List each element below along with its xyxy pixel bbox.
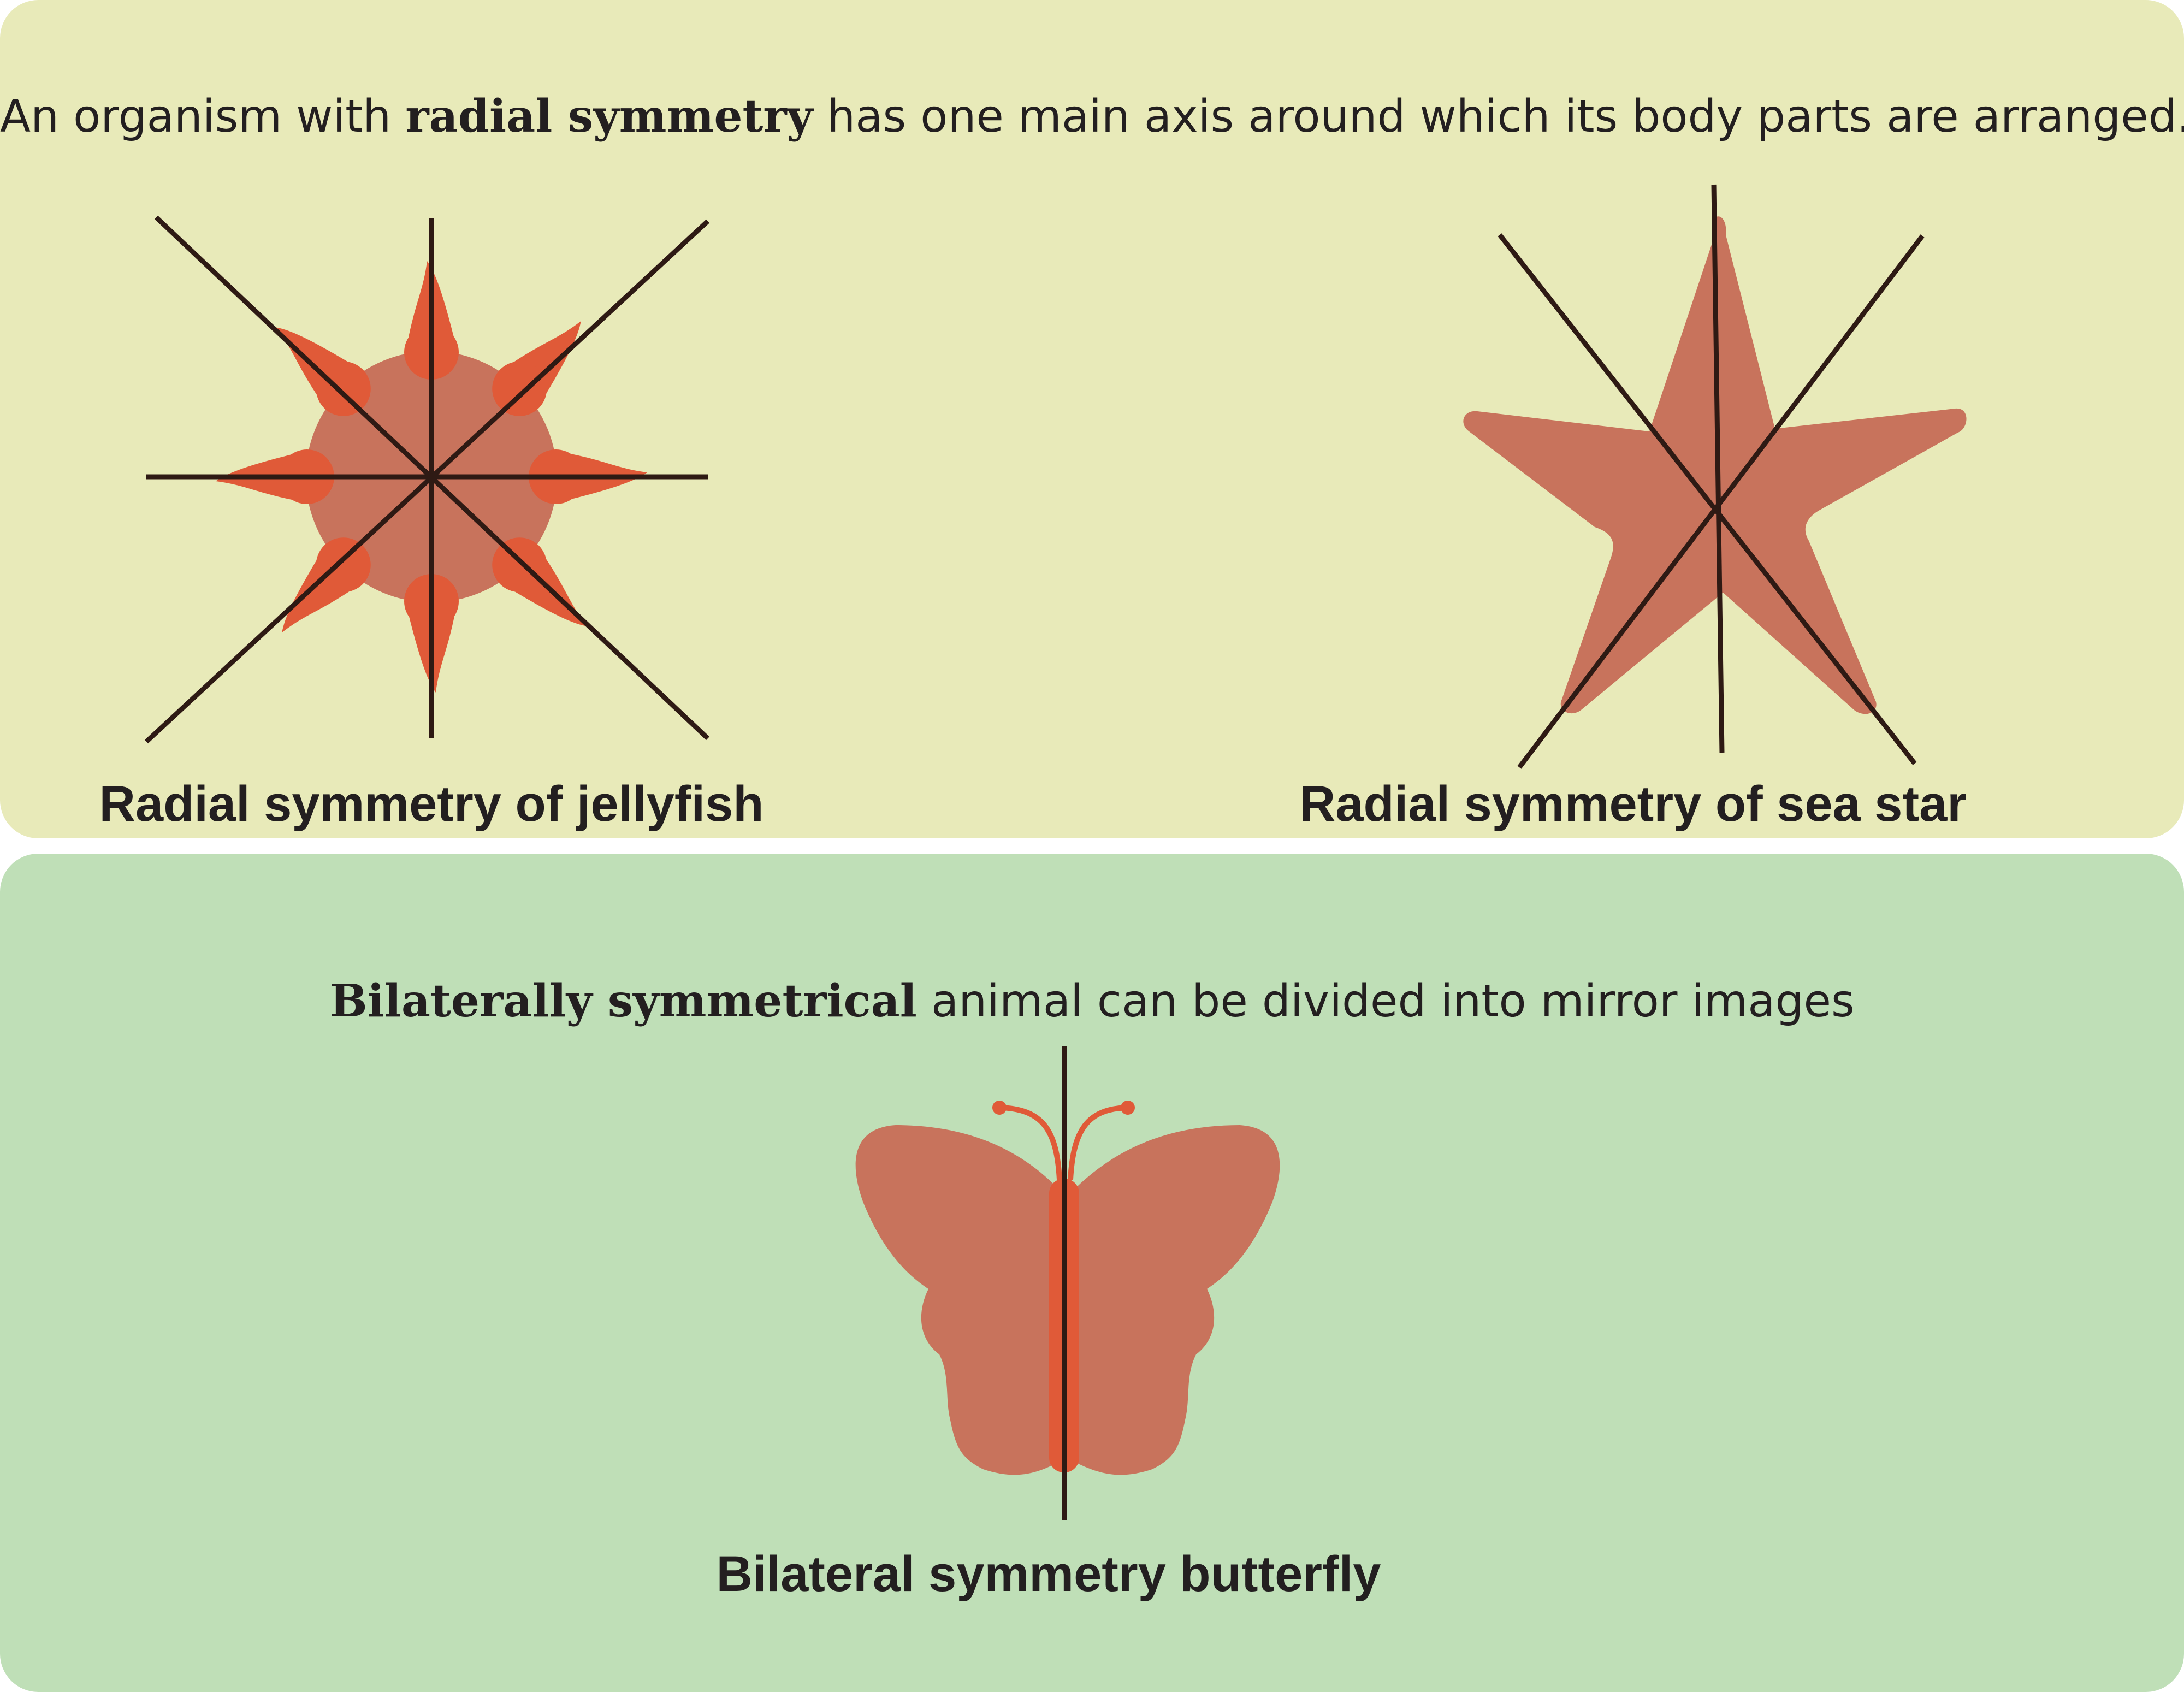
sea-star-body [1463,216,1967,714]
butterfly-left-antenna [999,1105,1062,1180]
radial-intro-before: An organism with [0,91,406,143]
jellyfish-tentacle [282,537,371,632]
radial-symmetry-description: An organism with radial symmetry has one… [0,90,2184,143]
jellyfish-diagonal-axis-2 [144,219,710,744]
jellyfish-tentacle [276,327,371,416]
tentacle-bulb [316,361,371,416]
bilateral-symmetry-term: Bilaterally symmetrical [329,975,917,1027]
butterfly-right-wing [1068,1125,1280,1475]
sea-star-vertical-axis [1711,184,1725,753]
tentacle-bulb [492,537,547,593]
jellyfish-caption: Radial symmetry of jellyfish [99,776,764,832]
radial-intro-after: has one main axis around which its body … [813,91,2184,143]
bilateral-intro-after: animal can be divided into mirror images [916,975,1855,1027]
butterfly-left-wing [855,1125,1065,1475]
butterfly-left-antenna-tip [992,1101,1007,1115]
bilateral-symmetry-description: Bilaterally symmetrical animal can be di… [0,975,2184,1027]
jellyfish-tentacle [492,321,581,416]
jellyfish-tentacles [216,261,647,693]
tentacle-bulb [316,537,371,593]
sea-star-diagonal-axis-1 [1498,233,1917,765]
butterfly-caption: Bilateral symmetry butterfly [716,1546,1381,1602]
radial-symmetry-term: radial symmetry [405,90,813,143]
tentacle-bulb [492,361,547,416]
sea-star-diagonal-axis-2 [1517,234,1925,769]
butterfly-right-antenna-tip [1121,1101,1135,1115]
sea-star-caption: Radial symmetry of sea star [1299,776,1967,832]
butterfly-right-antenna [1068,1105,1128,1180]
